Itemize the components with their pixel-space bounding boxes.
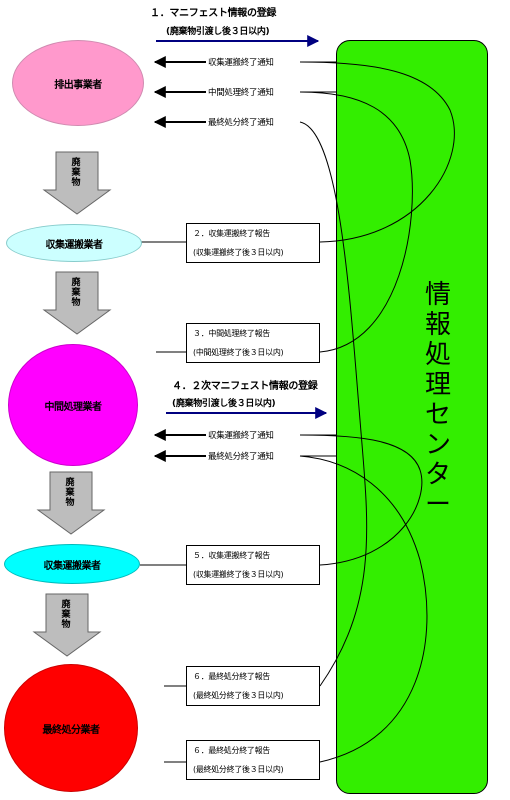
waste-flow-arrow (32, 593, 102, 657)
center-char: タ (424, 460, 451, 490)
report-title: ２．収集運搬終了報告 (193, 229, 270, 238)
node-emitter-label: 排出事業者 (54, 79, 102, 91)
report-title: ６．最終処分終了報告 (193, 672, 270, 681)
waste-label: 廃棄物 (65, 478, 75, 508)
notice-collection-complete: 収集運搬終了通知 (208, 58, 274, 68)
curve-connector (299, 91, 413, 353)
center-char: ン (424, 430, 451, 460)
report-box-final-1: ６．最終処分終了報告 (最終処分終了後３日以内) (186, 666, 320, 706)
report-box-intermediate: ３．中間処理終了報告 (中間処理終了後３日以内) (186, 323, 320, 363)
notice-collection-complete-2: 収集運搬終了通知 (208, 431, 274, 441)
center-char: 処 (424, 340, 451, 370)
center-char: 報 (424, 310, 451, 340)
waste-label: 廃棄物 (71, 158, 81, 188)
report-box-collection-1: ２．収集運搬終了報告 (収集運搬終了後３日以内) (186, 223, 320, 263)
center-char: 理 (424, 370, 451, 400)
notice-final-complete-2: 最終処分終了通知 (208, 452, 274, 462)
node-intermediate-label: 中間処理業者 (44, 401, 103, 413)
info-center-label: 情 報 処 理 セ ン タ ー (418, 280, 458, 520)
node-intermediate: 中間処理業者 (8, 344, 138, 466)
node-final-label: 最終処分業者 (42, 724, 101, 736)
waste-flow-arrow (42, 271, 112, 335)
heading-registration-2-note: (廃棄物引渡し後３日以内) (172, 399, 276, 409)
report-title: ５．収集運搬終了報告 (193, 551, 270, 560)
center-char: セ (424, 400, 451, 430)
curve-connector (299, 434, 423, 566)
heading-registration-2: ４．２次マニフェスト情報の登録 (172, 381, 318, 392)
report-box-collection-2: ５．収集運搬終了報告 (収集運搬終了後３日以内) (186, 545, 320, 585)
node-collector-2-label: 収集運搬業者 (43, 560, 102, 572)
report-deadline: (中間処理終了後３日以内) (193, 348, 284, 357)
curve-connector (299, 61, 455, 243)
info-center-panel (336, 40, 488, 794)
report-deadline: (収集運搬終了後３日以内) (193, 570, 284, 579)
center-char: 情 (424, 280, 451, 310)
heading-registration-1-note: (廃棄物引渡し後３日以内) (166, 27, 270, 37)
waste-label: 廃棄物 (71, 278, 81, 308)
notice-intermediate-complete: 中間処理終了通知 (208, 88, 274, 98)
waste-label: 廃棄物 (61, 600, 71, 630)
node-collector-1: 収集運搬業者 (6, 224, 142, 262)
node-collector-1-label: 収集運搬業者 (45, 239, 104, 251)
report-deadline: (最終処分終了後３日以内) (193, 691, 284, 700)
notice-final-complete: 最終処分終了通知 (208, 118, 274, 128)
node-collector-2: 収集運搬業者 (4, 544, 140, 584)
heading-registration-1: １．マニフェスト情報の登録 (150, 8, 277, 19)
center-char: ー (424, 490, 451, 520)
report-title: ６．最終処分終了報告 (193, 746, 270, 755)
report-box-final-2: ６．最終処分終了報告 (最終処分終了後３日以内) (186, 740, 320, 780)
report-title: ３．中間処理終了報告 (193, 329, 270, 338)
report-deadline: (最終処分終了後３日以内) (193, 765, 284, 774)
curve-connector (299, 455, 428, 763)
waste-flow-arrow (42, 151, 112, 215)
node-emitter: 排出事業者 (12, 40, 144, 126)
node-final: 最終処分業者 (4, 664, 138, 792)
curve-connector (299, 121, 368, 687)
waste-flow-arrow (36, 471, 106, 535)
report-deadline: (収集運搬終了後３日以内) (193, 248, 284, 257)
